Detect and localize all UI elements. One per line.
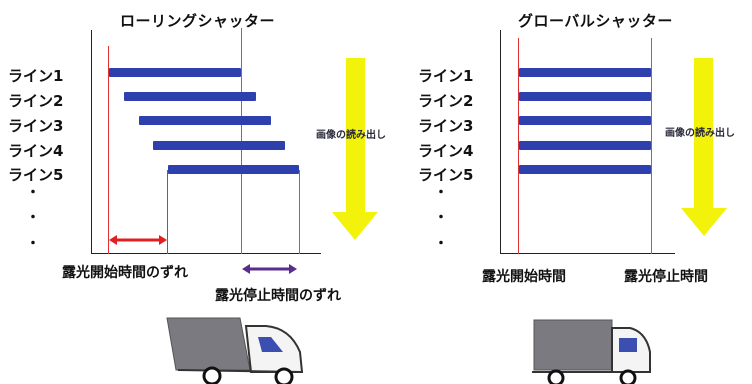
rolling-exposure-bar-3 <box>139 116 271 125</box>
rolling-line-label-1: ライン1 <box>8 67 64 85</box>
rolling-start-offset-arrow <box>109 235 167 245</box>
rolling-exposure-bar-5 <box>168 165 299 174</box>
global-continuation-dot: ・ <box>434 185 448 201</box>
rolling-start-line <box>108 46 109 254</box>
rolling-stop-line-5 <box>299 170 300 254</box>
global-exposure-bar-3 <box>519 116 651 125</box>
rolling-y-axis <box>91 30 92 254</box>
global-exposure-bar-4 <box>519 141 651 150</box>
global-exposure-bar-1 <box>519 68 651 77</box>
rolling-readout-arrow <box>332 58 378 240</box>
global-line-label-4: ライン4 <box>418 142 474 160</box>
global-exposure-bar-2 <box>519 92 651 101</box>
global-line-label-5: ライン5 <box>418 166 474 184</box>
global-stop-line <box>651 38 652 254</box>
rolling-stop-offset-label: 露光停止時間のずれ <box>215 288 341 304</box>
global-x-axis <box>500 253 675 254</box>
rolling-shutter-title: ローリングシャッター <box>120 12 276 30</box>
global-readout-arrow <box>681 58 727 236</box>
rolling-exposure-bar-2 <box>124 92 256 101</box>
rolling-continuation-dot: ・ <box>26 185 40 201</box>
rolling-exposure-bar-1 <box>109 68 241 77</box>
rolling-line-label-4: ライン4 <box>8 142 64 160</box>
global-start-label: 露光開始時間 <box>482 269 566 285</box>
rolling-truck-icon <box>166 317 304 384</box>
rolling-line-label-2: ライン2 <box>8 92 64 110</box>
global-y-axis <box>500 30 501 254</box>
rolling-line-label-3: ライン3 <box>8 117 64 135</box>
global-truck-icon <box>532 319 651 384</box>
global-readout-label: 画像の読み出し <box>665 128 735 139</box>
global-continuation-dot: ・ <box>434 236 448 252</box>
rolling-line-label-5: ライン5 <box>8 166 64 184</box>
global-exposure-bar-5 <box>519 165 651 174</box>
rolling-continuation-dot: ・ <box>26 236 40 252</box>
global-continuation-dot: ・ <box>434 210 448 226</box>
rolling-exposure-bar-4 <box>153 141 285 150</box>
global-start-line <box>518 38 519 254</box>
rolling-stop-offset-arrow <box>242 264 297 274</box>
rolling-continuation-dot: ・ <box>26 210 40 226</box>
global-line-label-3: ライン3 <box>418 117 474 135</box>
global-line-label-2: ライン2 <box>418 92 474 110</box>
global-stop-label: 露光停止時間 <box>624 269 708 285</box>
rolling-start-offset-label: 露光開始時間のずれ <box>62 265 188 281</box>
rolling-end-start-line <box>167 170 168 254</box>
global-line-label-1: ライン1 <box>418 67 474 85</box>
rolling-readout-label: 画像の読み出し <box>316 130 386 141</box>
global-shutter-title: グローバルシャッター <box>518 12 673 30</box>
rolling-x-axis <box>91 253 321 254</box>
